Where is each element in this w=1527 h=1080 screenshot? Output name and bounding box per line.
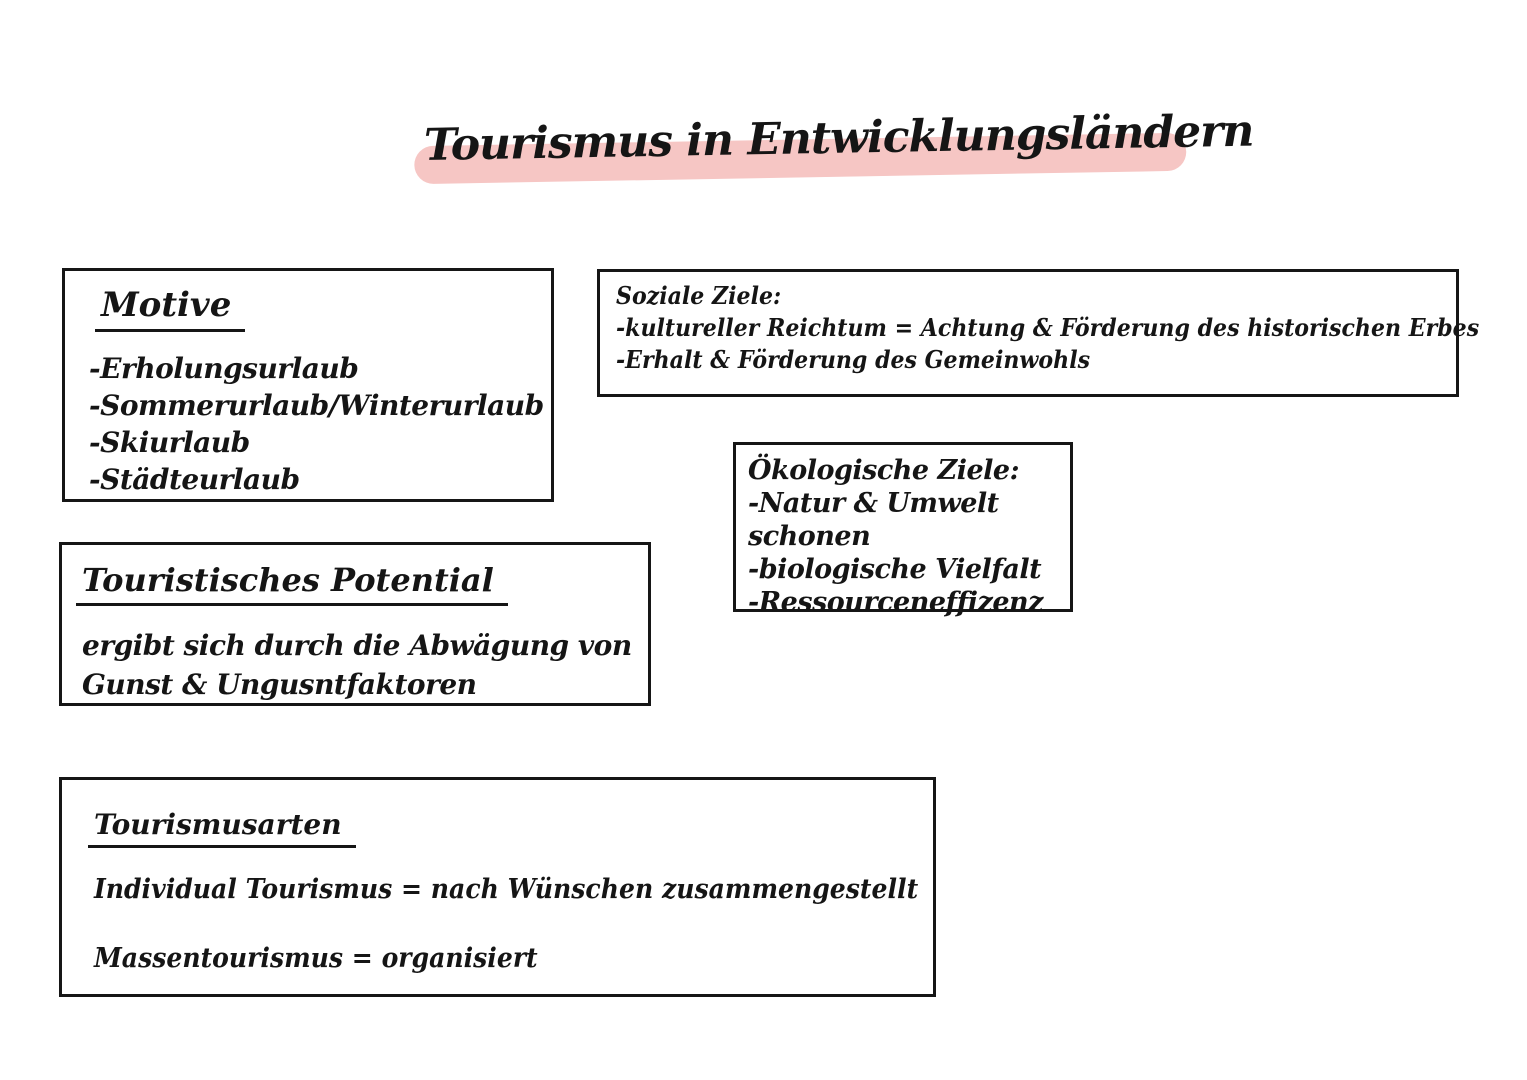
list-item: -Sommerurlaub/Winterurlaub	[89, 389, 544, 422]
list-item: -Erhalt & Förderung des Gemeinwohls	[616, 345, 1091, 374]
soziale-ziele-box: Soziale Ziele: -kultureller Reichtum = A…	[597, 269, 1480, 397]
oekologische-ziele-content: Ökologische Ziele: -Natur & Umwelt schon…	[748, 454, 1070, 619]
tourismusarten-line2: Massentourismus = organisiert	[94, 943, 538, 974]
motive-heading: Motive	[95, 285, 551, 332]
motive-items: -Erholungsurlaub -Sommerurlaub/Winterurl…	[89, 350, 551, 498]
touristisches-potential-box: Touristisches Potential ergibt sich durc…	[59, 542, 651, 706]
tourismusarten-line1: Individual Tourismus = nach Wünschen zus…	[94, 874, 919, 905]
motive-heading-text: Motive	[95, 285, 246, 332]
potential-body: ergibt sich durch die Abwägung von Gunst…	[82, 626, 648, 704]
list-item: -biologische Vielfalt	[748, 554, 1042, 585]
potential-body-line: Gunst & Ungusntfaktoren	[82, 668, 477, 701]
potential-heading-text: Touristisches Potential	[76, 561, 508, 606]
tourismusarten-box: Tourismusarten Individual Tourismus = na…	[59, 777, 936, 997]
list-item: -kultureller Reichtum = Achtung & Förder…	[616, 313, 1480, 342]
list-item: -Natur & Umwelt schonen	[748, 488, 999, 552]
list-item: -Städteurlaub	[89, 463, 300, 496]
page-title-wrap: Tourismus in Entwicklungsländern	[414, 106, 1254, 185]
tourismusarten-heading: Tourismusarten	[88, 808, 933, 848]
list-item: -Ressourceneffizenz	[748, 587, 1043, 618]
potential-heading: Touristisches Potential	[76, 561, 648, 606]
soziale-ziele-heading: Soziale Ziele:	[616, 281, 782, 310]
motive-box: Motive -Erholungsurlaub -Sommerurlaub/Wi…	[62, 268, 554, 502]
soziale-ziele-content: Soziale Ziele: -kultureller Reichtum = A…	[616, 280, 1480, 376]
tourismusarten-heading-text: Tourismusarten	[88, 808, 356, 848]
list-item: -Skiurlaub	[89, 426, 250, 459]
oekologische-ziele-box: Ökologische Ziele: -Natur & Umwelt schon…	[733, 442, 1073, 618]
oekologische-ziele-heading: Ökologische Ziele:	[748, 455, 1020, 486]
potential-body-line: ergibt sich durch die Abwägung von	[82, 629, 632, 662]
list-item: -Erholungsurlaub	[89, 352, 359, 385]
